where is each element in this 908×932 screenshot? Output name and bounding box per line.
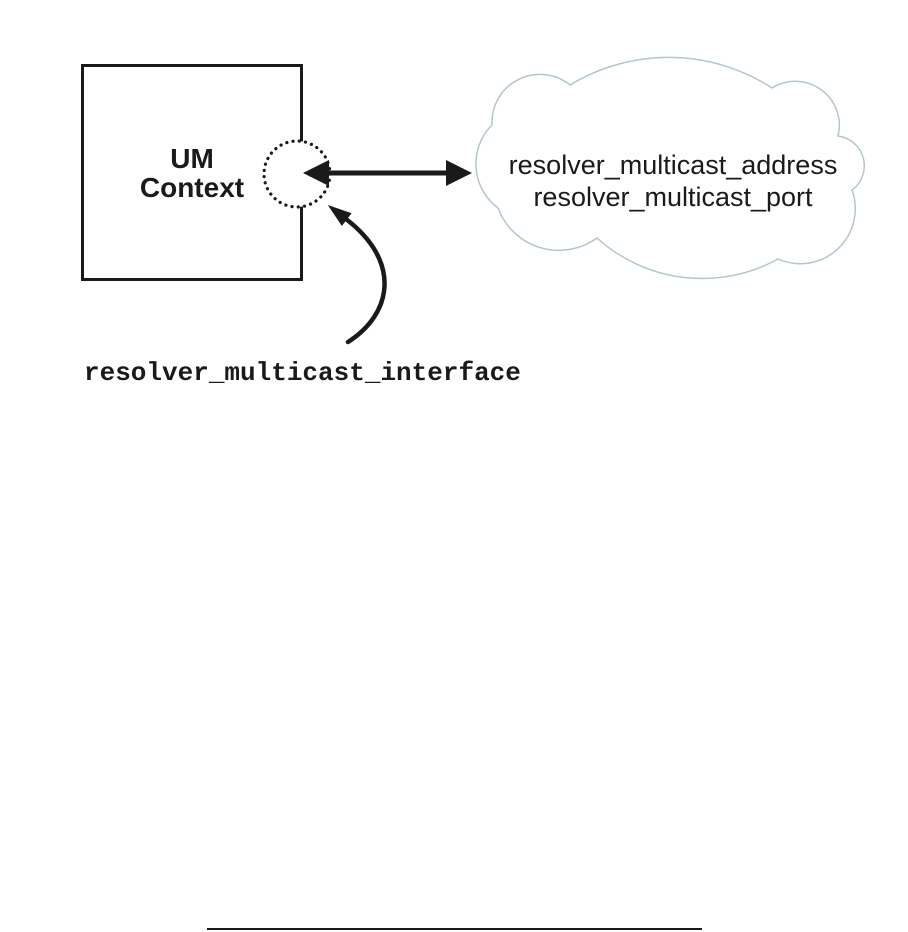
- cloud-label-port: resolver_multicast_port: [533, 182, 813, 212]
- double-headed-arrow-icon: [303, 160, 472, 186]
- double-arrow-left-head-icon: [303, 160, 329, 186]
- interface-config-label: resolver_multicast_interface: [84, 358, 521, 388]
- um-context-box: UM Context: [81, 64, 303, 281]
- double-arrow-right-head-icon: [446, 160, 472, 186]
- um-context-label-line1: UM: [170, 142, 214, 174]
- curved-pointer-arrow-icon: [327, 204, 387, 345]
- footer-rule: [207, 928, 702, 930]
- cloud-config-labels: resolver_multicast_address resolver_mult…: [473, 149, 873, 213]
- cloud-label-address: resolver_multicast_address: [508, 150, 838, 180]
- um-context-label-line2: Context: [139, 171, 245, 203]
